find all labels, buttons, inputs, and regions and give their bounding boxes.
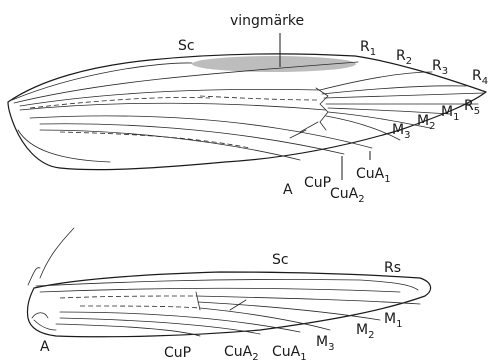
forewing-label-r1: R1 — [360, 39, 376, 58]
hindwing-cup-vein — [56, 324, 200, 336]
hindwing-crossvein-1 — [196, 292, 200, 310]
forewing-crossvein-2 — [300, 122, 318, 132]
forewing-sc-vein — [12, 63, 192, 100]
forewing-m3-vein — [326, 116, 400, 140]
forewing-dashed-vein-1 — [30, 97, 210, 108]
hindwing-frenulum — [40, 228, 74, 278]
forewing-r4-vein — [324, 93, 484, 98]
hindwing-cua2-vein — [60, 318, 260, 334]
forewing-marker-label: vingmärke — [230, 13, 304, 29]
forewing-label-a: A — [283, 182, 293, 198]
hindwing-dashed-vein-1 — [60, 296, 196, 298]
forewing-cup-vein — [40, 130, 300, 160]
forewing-label-m1: M1 — [441, 104, 459, 123]
hindwing-outline — [27, 272, 430, 337]
forewing-label-m2: M2 — [417, 113, 435, 132]
hindwing-anal-lobe — [32, 313, 48, 318]
hindwing-label-sc: Sc — [272, 252, 289, 268]
hindwing-label-m2: M2 — [356, 322, 374, 341]
forewing-m1-vein — [328, 108, 450, 114]
hindwing-m3-vein — [200, 308, 330, 330]
hindwing-anal-vein — [34, 320, 56, 330]
forewing — [8, 33, 486, 170]
forewing-dashed-vein-3 — [60, 132, 250, 148]
hindwing-label-cup: CuP — [164, 345, 191, 361]
forewing-label-r3: R3 — [432, 58, 448, 77]
forewing-dashed-vein-2 — [200, 96, 320, 100]
hindwing-labels: Sc Rs M1 M2 M3 CuA1 CuA2 CuP A — [40, 252, 402, 363]
forewing-label-sc: Sc — [178, 38, 195, 54]
forewing-label-cua2: CuA2 — [330, 186, 365, 205]
forewing-labels: vingmärke Sc R1 R2 R3 R4 R5 M1 M2 M3 CuA… — [178, 13, 488, 205]
hindwing-label-a: A — [40, 339, 50, 355]
hindwing-label-cua2: CuA2 — [224, 344, 259, 363]
hindwing — [27, 228, 430, 337]
hindwing-dashed-vein-2 — [80, 306, 200, 308]
hindwing-frenulum-base — [28, 268, 40, 285]
hindwing-label-rs: Rs — [384, 260, 401, 276]
forewing-label-cua1: CuA1 — [356, 166, 391, 185]
hindwing-rs-vein — [40, 288, 400, 292]
hindwing-label-cua1: CuA1 — [272, 344, 307, 363]
forewing-label-r2: R2 — [396, 48, 412, 67]
forewing-r2-vein — [320, 72, 432, 90]
forewing-cua2-vein — [40, 124, 344, 154]
forewing-m2-vein — [328, 112, 430, 128]
forewing-label-r4: R4 — [472, 68, 488, 87]
forewing-crossvein-3 — [290, 130, 306, 138]
forewing-label-m3: M3 — [392, 122, 410, 141]
forewing-label-cup: CuP — [304, 175, 331, 191]
forewing-r3-vein — [322, 86, 466, 94]
hindwing-label-m1: M1 — [384, 311, 402, 330]
forewing-anal-vein — [18, 130, 110, 162]
forewing-label-r5: R5 — [464, 98, 480, 117]
hindwing-m1-vein — [196, 296, 420, 304]
hindwing-label-m3: M3 — [316, 334, 334, 353]
